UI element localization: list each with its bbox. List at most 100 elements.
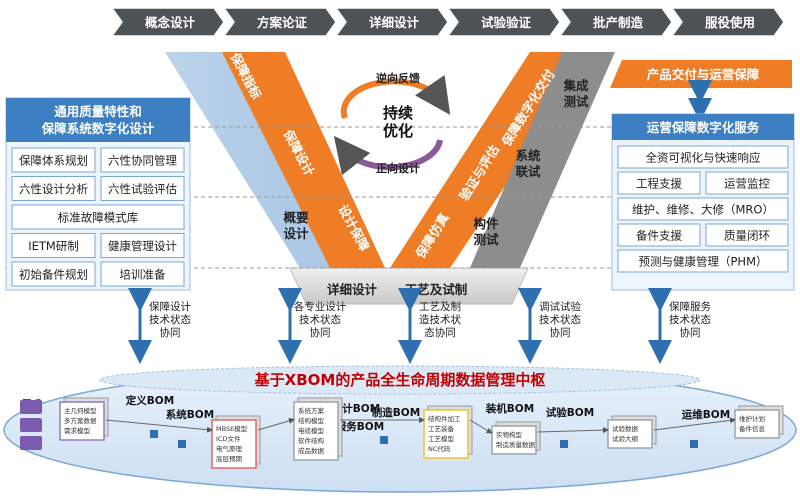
panel-cell-label: 运营监控 (724, 177, 770, 191)
right-panel-title: 运营保障数字化服务 (647, 120, 760, 135)
xbom-hub: 基于XBOM的产品全生命周期数据管理中枢 需求定义BOM系统BOM设计BOM服务… (3, 365, 797, 493)
panel-cell (11, 176, 96, 201)
doc-stack-item: 实物构型 (496, 430, 523, 439)
doc-stack-item: MBSE模型 (216, 424, 248, 433)
flow-node (380, 436, 388, 444)
v-bottom-right-label: 工艺及试制 (405, 282, 468, 297)
panel-cell-label: 六性设计分析 (19, 182, 88, 196)
cycle-top-arrow (340, 74, 451, 120)
doc-stack (734, 409, 780, 439)
v-pair-labels: 概要设计 集成测试 系统联试 构件测试 (283, 78, 589, 247)
phase-label: 服役使用 (705, 15, 755, 30)
panel-cell-label: IETM研制 (28, 239, 79, 253)
doc-stack-item: 工艺模型 (428, 434, 455, 443)
right-pair-label-1: 集成测试 (562, 78, 589, 109)
panel-cell-label: 维护、维修、大修（MRO） (632, 203, 774, 217)
panel-cell (617, 171, 701, 195)
doc-stack (59, 401, 105, 441)
doc-stack-item: 工艺装备 (428, 424, 455, 433)
left-panel-header (6, 98, 190, 142)
requirement-box (20, 436, 42, 450)
phase-chevron (670, 7, 785, 37)
doc-stack-item: 备件信息 (739, 424, 766, 433)
bom-label: 设计BOM (332, 402, 380, 415)
doc-stack-item: 结构模型 (298, 416, 325, 425)
bom-label: 系统BOM (166, 408, 214, 421)
panel-cell-label: 标准故障模式库 (58, 211, 139, 225)
doc-stack-item: 试验大纲 (612, 434, 638, 443)
panel-cell (705, 223, 789, 247)
right-top-box-label: 产品交付与运营保障 (647, 67, 760, 82)
flow-connector (105, 419, 213, 433)
doc-stack-item: 需求模型 (64, 426, 91, 435)
bom-label: 装机BOM (485, 402, 534, 415)
panel-cell (100, 261, 185, 287)
right-pair-label-2: 系统联试 (515, 148, 541, 179)
left-pair-label: 概要设计 (283, 210, 309, 241)
cycle-center-label: 持续优化 (383, 104, 413, 140)
left-panel-rows: 保障体系规划六性协同管理六性设计分析六性试验评估标准故障模式库IETM研制健康管… (11, 147, 185, 287)
panel-cell (11, 233, 96, 258)
panel-cell (617, 145, 789, 169)
flow-node (150, 430, 158, 438)
panel-cell (100, 147, 185, 173)
sync-arrow-label: 调试试验技术状态协同 (539, 300, 581, 339)
doc-stack-item: 电气原理 (216, 444, 243, 453)
sync-arrow-label: 各专业设计技术状态协同 (294, 300, 347, 339)
panel-cell-label: 健康管理设计 (108, 239, 177, 253)
doc-stack (293, 401, 339, 461)
left-panel-title: 通用质量特性和保障系统数字化设计 (41, 104, 155, 136)
right-panel: 运营保障数字化服务 全资可视化与快速响应工程支援运营监控维护、维修、大修（MRO… (611, 113, 795, 291)
phase-bar: 概念设计方案论证详细设计试验验证批产制造服役使用 (110, 7, 785, 37)
panel-cell (100, 233, 185, 258)
panel-cell (11, 204, 185, 230)
panel-cell (705, 171, 789, 195)
panel-cell (617, 197, 789, 221)
bom-label: 服务BOM (336, 420, 384, 433)
left-panel: 通用质量特性和保障系统数字化设计 保障体系规划六性协同管理六性设计分析六性试验评… (5, 97, 191, 291)
panel-cell-label: 预测与健康管理（PHM） (638, 255, 767, 269)
left-orange-band (222, 52, 385, 268)
panel-cell (11, 147, 96, 173)
doc-stack (211, 419, 257, 469)
bom-label: 运维BOM (682, 408, 730, 421)
cycle-bottom-label: 正向设计 (376, 161, 420, 175)
panel-cell-label: 培训准备 (120, 268, 166, 282)
flow-connector (257, 417, 295, 431)
doc-stack-item: 成品数据 (298, 446, 325, 455)
sync-arrow-label: 工艺及制造技术状态协同 (419, 300, 461, 339)
bom-label: 制造BOM (372, 406, 420, 419)
requirement-box (20, 400, 42, 414)
right-panel-rows: 全资可视化与快速响应工程支援运营监控维护、维修、大修（MRO）备件支援质量闭环预… (617, 145, 789, 273)
phase-chevron (222, 7, 337, 37)
doc-stack-item: 试验数据 (612, 424, 639, 433)
panel-cell-label: 工程支援 (636, 177, 682, 191)
panel-cell-label: 六性试验评估 (108, 182, 177, 196)
panel-cell (11, 261, 96, 287)
panel-cell-label: 质量闭环 (724, 229, 770, 243)
panel-cell (100, 176, 185, 201)
panel-cell-label: 初始备件规划 (19, 268, 88, 282)
bom-label: 试验BOM (546, 406, 594, 419)
doc-stack-item: 制造质量数据 (496, 440, 536, 449)
right-pair-label-3: 构件测试 (473, 216, 499, 247)
hub-top-rim (99, 365, 701, 395)
flow-node (560, 440, 568, 448)
phase-label: 试验验证 (481, 15, 532, 30)
doc-stack (423, 409, 469, 459)
phase-label: 概念设计 (145, 15, 196, 30)
right-top-box: 产品交付与运营保障 (610, 60, 792, 122)
right-panel-header (612, 114, 794, 140)
doc-stack-item: 软件结构 (298, 436, 325, 445)
doc-stack-item: 系统方案 (298, 406, 325, 415)
left-blue-band (165, 52, 340, 268)
requirement-box (20, 418, 42, 432)
sync-arrow-label: 保障服务技术状态协同 (669, 300, 711, 339)
flow-connector (653, 417, 736, 431)
doc-stack-item: ICD文件 (216, 434, 241, 443)
v-bottom-left-label: 详细设计 (327, 282, 378, 297)
cycle-bottom-arrow (333, 135, 443, 176)
phase-label: 批产制造 (593, 15, 644, 30)
doc-stack (607, 419, 653, 449)
